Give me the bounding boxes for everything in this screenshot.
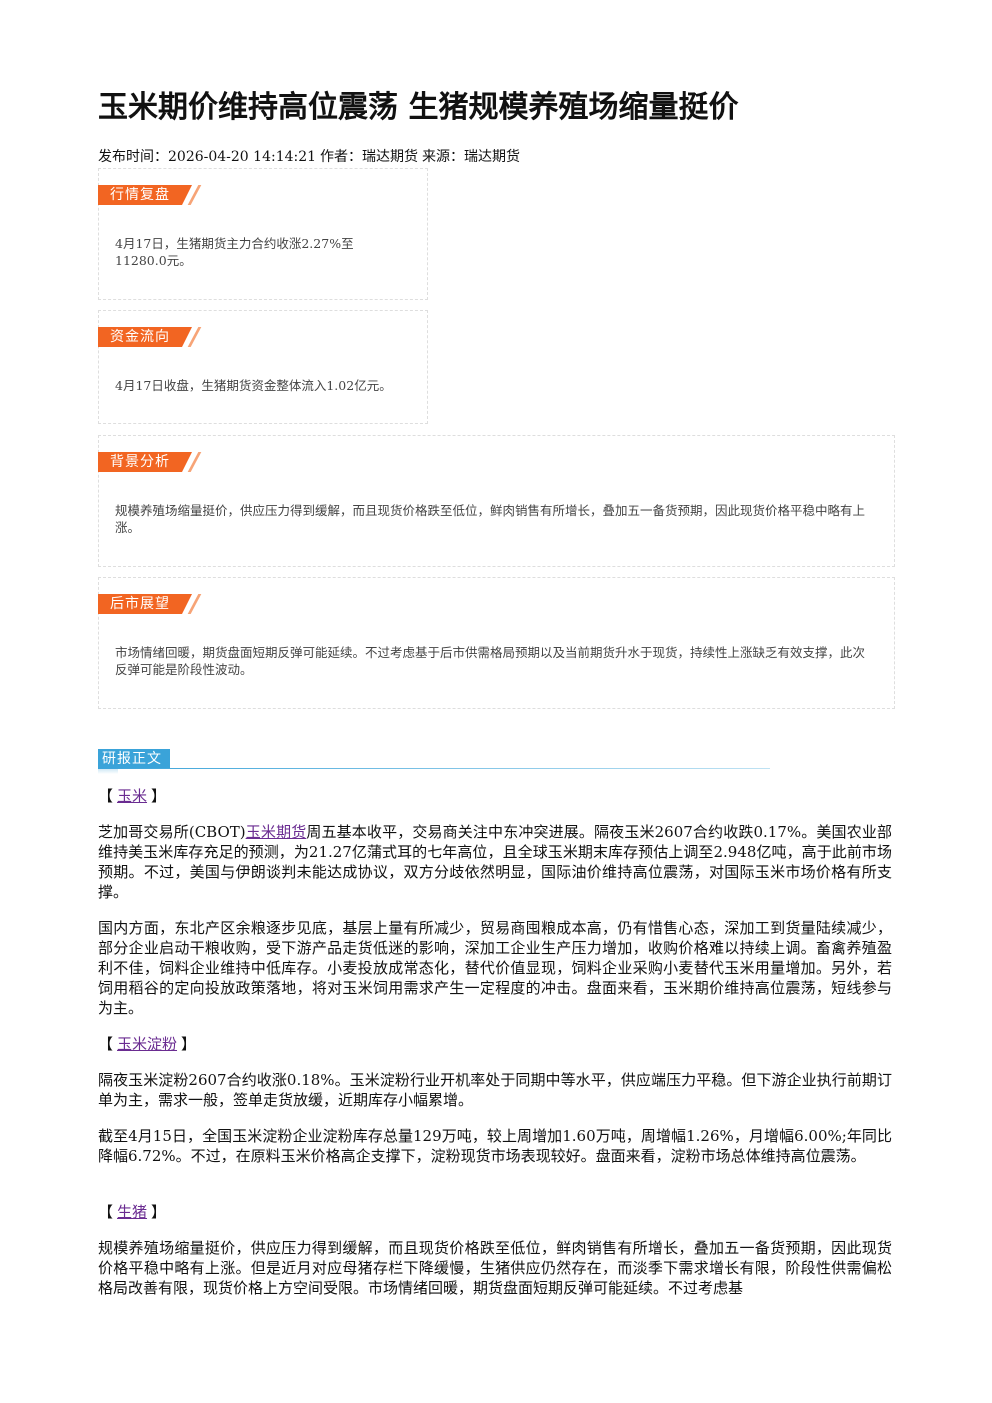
section-head-hog: 【生猪】 (98, 1202, 166, 1222)
market-review-text: 4月17日，生猪期货主力合约收涨2.27%至11280.0元。 (115, 236, 354, 268)
bracket-open: 【 (98, 1035, 114, 1053)
hog-paragraph-1: 规模养殖场缩量挺价，供应压力得到缓解，而且现货价格跌至低位，鲜肉销售有所增长，叠… (98, 1239, 892, 1297)
bracket-close: 】 (151, 1203, 167, 1221)
background-text: 规模养殖场缩量挺价，供应压力得到缓解，而且现货价格跌至低位，鲜肉销售有所增长，叠… (115, 503, 866, 535)
source: 来源：瑞达期货 (422, 149, 521, 165)
bracket-close: 】 (181, 1035, 197, 1053)
hog-link[interactable]: 生猪 (117, 1203, 148, 1221)
market-review-box: 行情复盘 4月17日，生猪期货主力合约收涨2.27%至11280.0元。 (98, 168, 428, 300)
background-tag: 背景分析 (98, 452, 192, 472)
report-divider-shadow (98, 769, 118, 774)
starch-paragraph-2: 截至4月15日，全国玉米淀粉企业淀粉库存总量129万吨，较上周增加1.60万吨，… (98, 1127, 892, 1165)
corn-p1-rest: 周五基本收平，交易商关注中东冲突进展。隔夜玉米2607合约收跌0.17%。美国农… (98, 823, 892, 901)
capital-flow-text: 4月17日收盘，生猪期货资金整体流入1.02亿元。 (115, 378, 392, 393)
corn-p1-prefix: 芝加哥交易所(CBOT) (98, 823, 246, 841)
corn-paragraph-1: 芝加哥交易所(CBOT)玉米期货周五基本收平，交易商关注中东冲突进展。隔夜玉米2… (98, 822, 892, 902)
outlook-box: 后市展望 市场情绪回暖，期货盘面短期反弹可能延续。不过考虑基于后市供需格局预期以… (98, 577, 895, 709)
bracket-open: 【 (98, 1203, 114, 1221)
market-review-tag: 行情复盘 (98, 185, 192, 205)
bracket-open: 【 (98, 787, 114, 805)
outlook-tag: 后市展望 (98, 594, 192, 614)
bracket-close: 】 (151, 787, 167, 805)
report-divider (98, 768, 770, 769)
author: 作者：瑞达期货 (320, 149, 419, 165)
corn-paragraph-2: 国内方面，东北产区余粮逐步见底，基层上量有所减少，贸易商囤粮成本高，仍有惜售心态… (98, 919, 892, 1017)
section-head-starch: 【玉米淀粉】 (98, 1034, 196, 1054)
background-box: 背景分析 规模养殖场缩量挺价，供应压力得到缓解，而且现货价格跌至低位，鲜肉销售有… (98, 435, 895, 567)
publish-time: 发布时间：2026-04-20 14:14:21 (98, 149, 317, 165)
corn-link[interactable]: 玉米 (117, 787, 148, 805)
starch-paragraph-1: 隔夜玉米淀粉2607合约收涨0.18%。玉米淀粉行业开机率处于同期中等水平，供应… (98, 1071, 892, 1109)
section-head-corn: 【玉米】 (98, 786, 166, 806)
corn-futures-link[interactable]: 玉米期货 (245, 823, 307, 841)
capital-flow-box: 资金流向 4月17日收盘，生猪期货资金整体流入1.02亿元。 (98, 310, 428, 424)
outlook-text: 市场情绪回暖，期货盘面短期反弹可能延续。不过考虑基于后市供需格局预期以及当前期货… (115, 645, 866, 677)
capital-flow-tag: 资金流向 (98, 327, 192, 347)
corn-starch-link[interactable]: 玉米淀粉 (117, 1035, 178, 1053)
page-title: 玉米期价维持高位震荡 生猪规模养殖场缩量挺价 (98, 90, 739, 125)
report-body-tag: 研报正文 (98, 749, 170, 769)
